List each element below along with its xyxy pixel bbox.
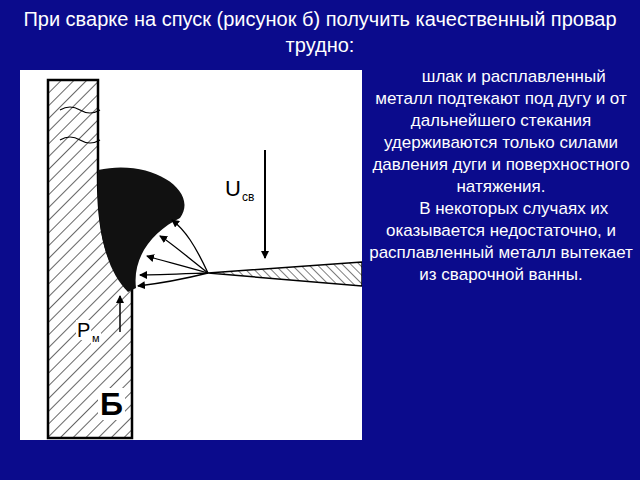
pressure-arrow: [119, 296, 121, 332]
slide-title: При сварке на спуск (рисунок б) получить…: [20, 6, 620, 58]
explanation-text: шлак и расплавленный металл подтекают по…: [368, 66, 634, 286]
figure-letter: Б: [98, 388, 125, 420]
pressure-subscript: м: [91, 333, 101, 344]
speed-arrow: [264, 150, 266, 258]
welding-illustration: [20, 70, 362, 440]
electrode: [208, 262, 362, 286]
illustration-panel: UсвPмБ: [20, 70, 362, 440]
plate-texture: [60, 107, 100, 143]
note-paragraph: В некоторых случаях их оказывается недос…: [368, 198, 634, 286]
pressure-symbol: P: [76, 320, 91, 340]
note-paragraph: шлак и расплавленный металл подтекают по…: [368, 66, 634, 198]
speed-subscript: св: [242, 191, 254, 203]
weld-pool: [98, 167, 185, 292]
speed-symbol: U: [225, 178, 241, 200]
arc-pressure-arrows: [138, 220, 208, 286]
